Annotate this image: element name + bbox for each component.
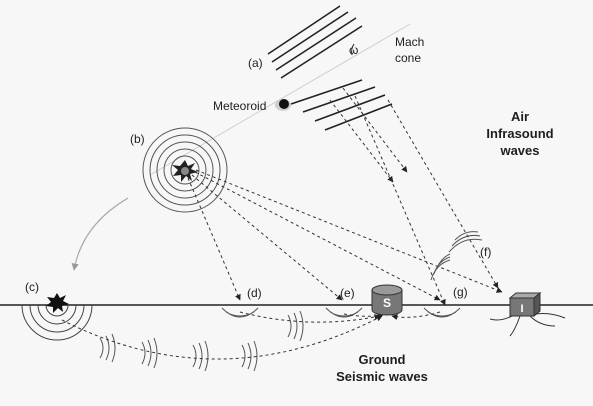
seismic-station: S [371, 284, 403, 316]
impact-point [21, 293, 93, 341]
meteoroid-icon [275, 99, 291, 111]
ground-label-line2: Seismic waves [336, 369, 428, 384]
ground-label-line1: Ground [359, 352, 406, 367]
fragmentation-burst [142, 127, 228, 213]
label-e: (e) [340, 286, 355, 300]
mach-cone-label-line1: Mach [395, 35, 424, 49]
mach-cone-lower-lines [290, 79, 393, 131]
meteoroid-label: Meteoroid [213, 99, 266, 113]
infrasound-station: I [489, 291, 566, 337]
infrasound-wave-arcs [430, 231, 483, 281]
impact-burst-icon [46, 293, 69, 313]
burst-icon [172, 160, 198, 182]
label-c: (c) [25, 280, 39, 294]
air-label-line3: waves [499, 143, 539, 158]
label-d: (d) [247, 286, 262, 300]
seismic-paths [61, 311, 441, 360]
burst-rays [187, 169, 503, 301]
label-f: (f) [480, 245, 491, 259]
seismic-station-label: S [383, 296, 391, 310]
infrasound-station-label: I [520, 303, 523, 315]
mach-cone-rays [329, 87, 499, 306]
sensor-roots [489, 313, 566, 337]
omega-angle-arc [351, 43, 355, 56]
air-label-line2: Infrasound [486, 126, 553, 141]
mach-cone-upper-lines [267, 5, 363, 79]
label-b: (b) [130, 132, 145, 146]
falling-trajectory [71, 197, 129, 271]
label-a: (a) [248, 56, 263, 70]
air-label-line1: Air [511, 109, 529, 124]
label-omega: ω [349, 43, 358, 57]
mach-cone-label-line2: cone [395, 51, 421, 65]
seismic-wave-arcs [99, 307, 461, 372]
label-g: (g) [453, 285, 468, 299]
